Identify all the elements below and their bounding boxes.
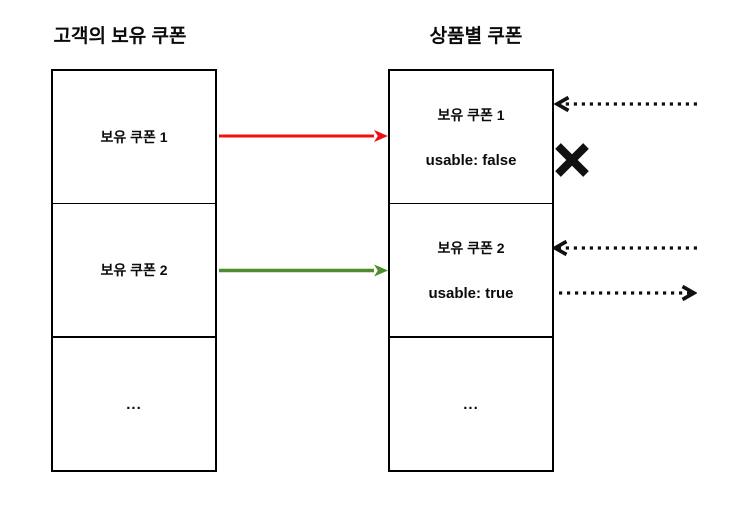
left-panel-title: 고객의 보유 쿠폰 — [53, 26, 187, 47]
customer-coupon-cell-2: 보유 쿠폰 2 — [53, 204, 215, 338]
ellipsis-label: ... — [126, 395, 142, 413]
x-mark-icon — [555, 143, 589, 177]
customer-coupons-box: 보유 쿠폰 1 보유 쿠폰 2 ... — [51, 69, 217, 472]
usable-status: usable: false — [425, 152, 517, 169]
ellipsis-label: ... — [463, 395, 479, 413]
right-panel-title: 상품별 쿠폰 — [429, 26, 523, 47]
usable-status: usable: true — [428, 285, 514, 302]
coupon-label: 보유 쿠폰 2 — [100, 262, 168, 278]
product-coupon-cell-1: 보유 쿠폰 1 usable: false — [390, 71, 552, 204]
coupon-label: 보유 쿠폰 1 — [437, 107, 505, 123]
coupon-label: 보유 쿠폰 1 — [100, 129, 168, 145]
product-coupon-cell-more: ... — [390, 338, 552, 470]
coupon-label: 보유 쿠폰 2 — [437, 240, 505, 256]
product-coupons-box: 보유 쿠폰 1 usable: false 보유 쿠폰 2 usable: tr… — [388, 69, 554, 472]
customer-coupon-cell-more: ... — [53, 338, 215, 470]
product-coupon-cell-2: 보유 쿠폰 2 usable: true — [390, 204, 552, 338]
customer-coupon-cell-1: 보유 쿠폰 1 — [53, 71, 215, 204]
